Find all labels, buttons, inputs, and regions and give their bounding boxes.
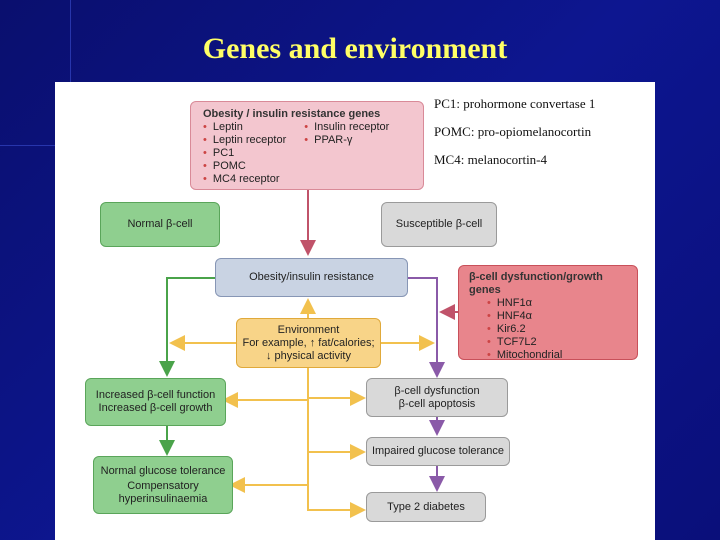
list-item: Leptin receptor: [203, 134, 286, 147]
normal-glucose-line2: Compensatory: [127, 479, 199, 492]
normal-glucose-line3: hyperinsulinaemia: [118, 492, 208, 505]
normal-glucose-line1: Normal glucose tolerance: [100, 464, 226, 477]
list-item: HNF4α: [487, 310, 627, 323]
slide-title: Genes and environment: [202, 32, 508, 65]
list-item: PPAR-γ: [304, 134, 389, 147]
list-item: PC1: [203, 147, 286, 160]
susceptible-beta-cell-box: Susceptible β-cell: [381, 202, 497, 247]
beta-dysfunction-box: β-cell dysfunction β-cell apoptosis: [366, 378, 508, 417]
obesity-insulin-resistance-label: Obesity/insulin resistance: [249, 271, 374, 283]
environment-title: Environment: [277, 323, 340, 336]
abbreviation-mc4: MC4: melanocortin-4: [434, 152, 548, 167]
environment-line2: For example, ↑ fat/calories;: [242, 336, 375, 349]
beta-dysfunction-line2: β-cell apoptosis: [398, 397, 476, 410]
beta-dysfunction-genes-title: β-cell dysfunction/growth genes: [469, 271, 603, 296]
list-item: Leptin: [203, 121, 286, 134]
beta-dysfunction-line1: β-cell dysfunction: [394, 384, 480, 397]
list-item: MC4 receptor: [203, 173, 286, 186]
increased-function-line1: Increased β-cell function: [95, 389, 216, 401]
environment-line3: ↓ physical activity: [266, 349, 351, 362]
obesity-genes-right-list: Insulin receptor PPAR-γ: [304, 121, 389, 186]
abbreviation-pc1: PC1: prohormone convertase 1: [434, 96, 596, 111]
abbreviation-pomc: POMC: pro-opiomelanocortin: [434, 124, 592, 139]
decorative-line: [0, 145, 55, 146]
increased-function-line2: Increased β-cell growth: [98, 402, 213, 414]
list-item: POMC: [203, 160, 286, 173]
increased-function-box: Increased β-cell function Increased β-ce…: [85, 378, 226, 426]
obesity-insulin-resistance-box: Obesity/insulin resistance: [215, 258, 408, 297]
list-item: Mitochondrial: [487, 349, 627, 362]
obesity-genes-left-list: Leptin Leptin receptor PC1 POMC MC4 rece…: [203, 121, 286, 186]
list-item: HNF1α: [487, 297, 627, 310]
type2-diabetes-box: Type 2 diabetes: [366, 492, 486, 522]
normal-beta-cell-label: Normal β-cell: [127, 218, 193, 230]
environment-box: Environment For example, ↑ fat/calories;…: [236, 318, 381, 368]
beta-dysfunction-genes-box: β-cell dysfunction/growth genes HNF1α HN…: [458, 265, 638, 362]
list-item: TCF7L2: [487, 336, 627, 349]
susceptible-beta-cell-label: Susceptible β-cell: [395, 218, 483, 230]
list-item: Kir6.2: [487, 323, 627, 336]
normal-beta-cell-box: Normal β-cell: [100, 202, 220, 247]
beta-dysfunction-genes-list: HNF1α HNF4α Kir6.2 TCF7L2 Mitochondrial: [487, 297, 627, 362]
obesity-genes-box: Obesity / insulin resistance genes Lepti…: [190, 101, 424, 190]
normal-glucose-box: Normal glucose tolerance Compensatory hy…: [93, 456, 233, 514]
obesity-genes-title: Obesity / insulin resistance genes: [203, 108, 381, 120]
impaired-glucose-box: Impaired glucose tolerance: [366, 437, 510, 466]
type2-diabetes-label: Type 2 diabetes: [387, 500, 465, 513]
impaired-glucose-label: Impaired glucose tolerance: [371, 445, 505, 457]
list-item: Insulin receptor: [304, 121, 389, 134]
